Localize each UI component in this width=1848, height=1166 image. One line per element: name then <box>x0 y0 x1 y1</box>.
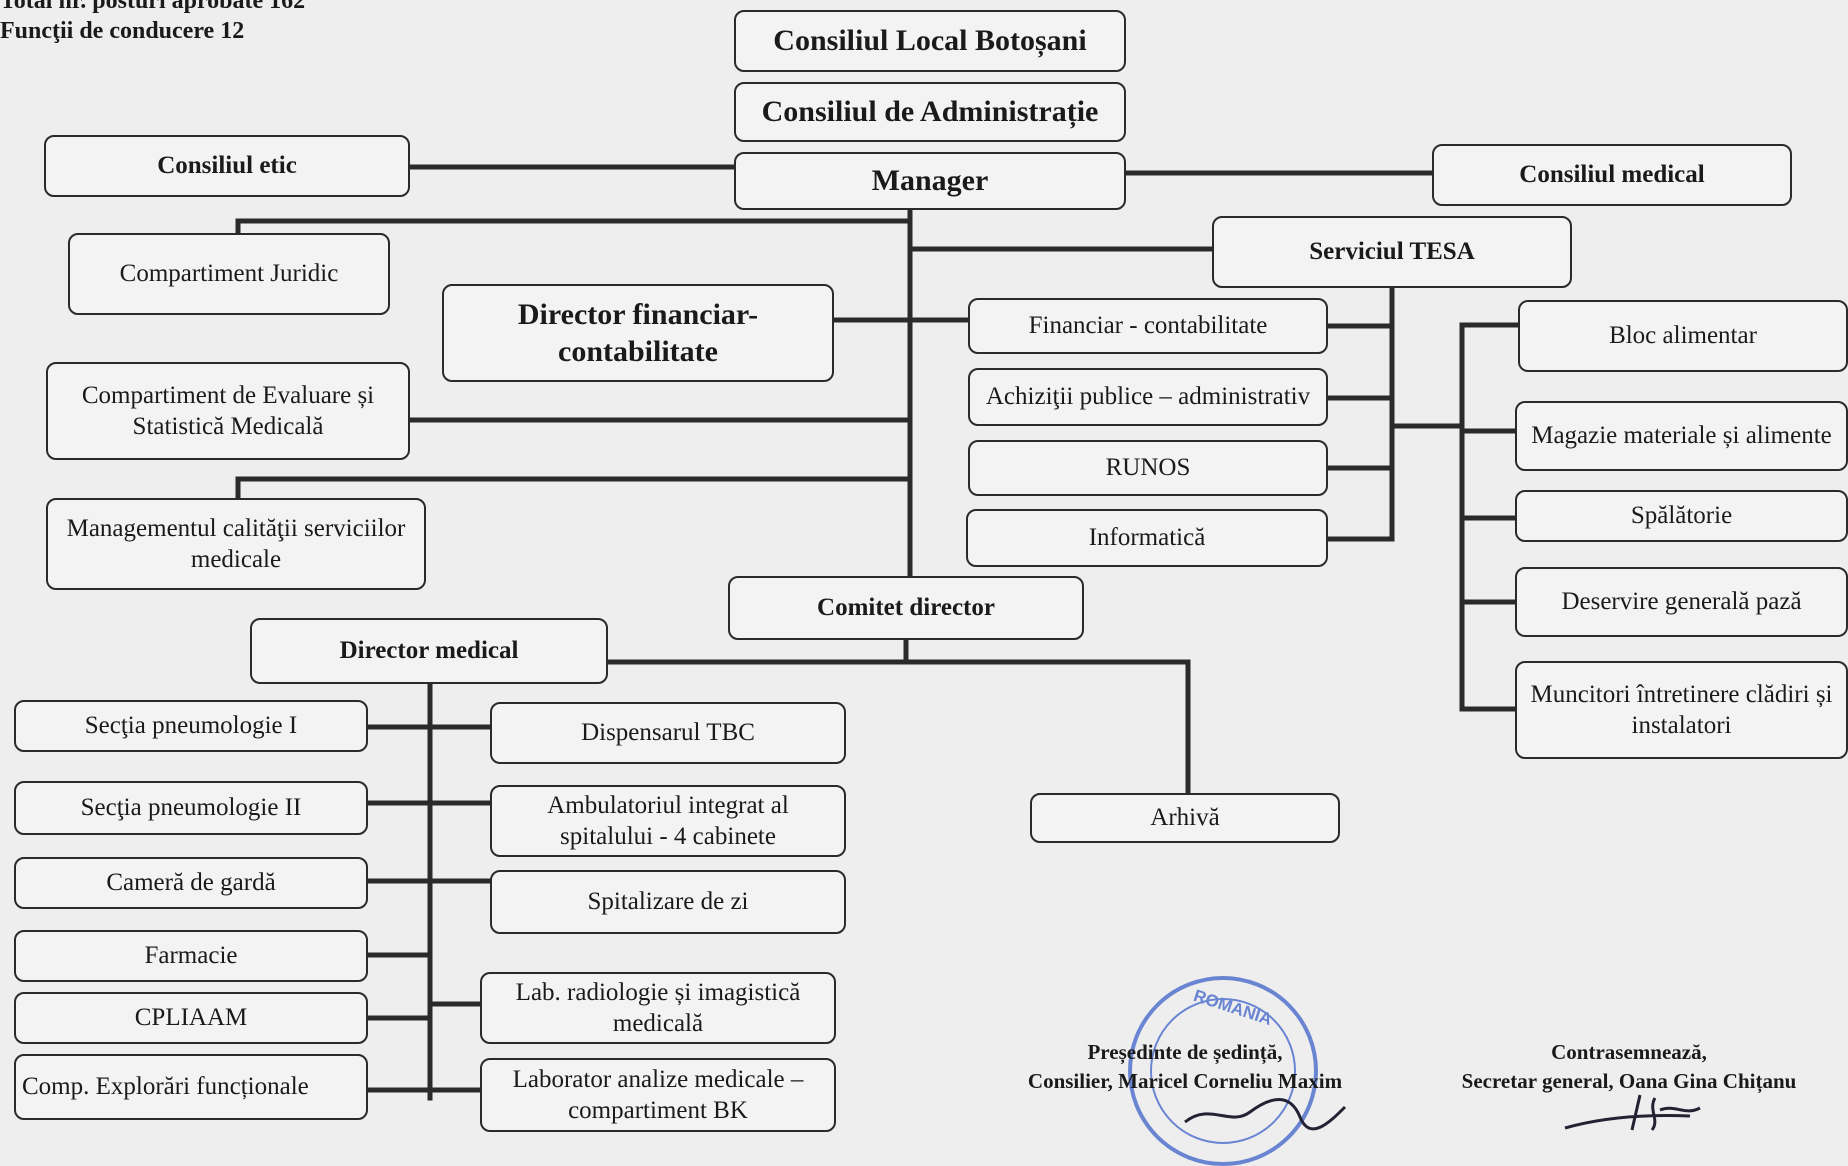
node-explorari-functionale: Comp. Explorări funcționale <box>14 1054 368 1120</box>
node-consiliul-administratie: Consiliul de Administrație <box>734 82 1126 142</box>
node-deservire-paza: Deservire generală pază <box>1515 567 1848 637</box>
node-farmacie: Farmacie <box>14 930 368 982</box>
node-ambulatoriu-integrat: Ambulatoriul integrat al spitalului - 4 … <box>490 785 846 857</box>
handwritten-signature-left <box>1184 1098 1347 1131</box>
node-director-financiar: Director financiar-contabilitate <box>442 284 834 382</box>
right-signatory-name: Secretar general, Oana Gina Chițanu <box>1461 1069 1797 1094</box>
node-arhiva: Arhivă <box>1030 793 1340 843</box>
node-sectia-pneumologie-2: Secţia pneumologie II <box>14 781 368 835</box>
node-dispensar-tbc: Dispensarul TBC <box>490 702 846 764</box>
node-magazie-materiale: Magazie materiale și alimente <box>1515 401 1848 471</box>
connector-lines <box>235 164 1521 1101</box>
node-laborator-analize: Laborator analize medicale – compartimen… <box>480 1058 836 1132</box>
left-signatory-name: Consilier, Maricel Corneliu Maxim <box>1027 1069 1343 1094</box>
node-consiliul-local: Consiliul Local Botoșani <box>734 10 1126 72</box>
node-muncitori-intretinere: Muncitori întretinere clădiri și instala… <box>1515 661 1848 759</box>
node-consiliul-etic: Consiliul etic <box>44 135 410 197</box>
node-achizitii-publice: Achiziţii publice – administrativ <box>968 368 1328 426</box>
node-lab-radiologie: Lab. radiologie și imagistică medicală <box>480 972 836 1044</box>
node-comitet-director: Comitet director <box>728 576 1084 640</box>
signature-block-right: Contrasemnează, Secretar general, Oana G… <box>1420 1038 1838 1097</box>
node-spitalizare-zi: Spitalizare de zi <box>490 870 846 934</box>
node-spalatorie: Spălătorie <box>1515 490 1848 542</box>
node-consiliul-medical: Consiliul medical <box>1432 144 1792 206</box>
node-runos: RUNOS <box>968 440 1328 496</box>
node-sectia-pneumologie-1: Secţia pneumologie I <box>14 700 368 752</box>
header-leadership-functions: Funcţii de conducere 12 <box>0 18 245 44</box>
node-cpliaam: CPLIAAM <box>14 992 368 1044</box>
right-signatory-title: Contrasemnează, <box>1551 1040 1707 1064</box>
node-camera-garda: Cameră de gardă <box>14 857 368 909</box>
node-management-calitate: Managementul calităţii serviciilor medic… <box>46 498 426 590</box>
node-manager: Manager <box>734 152 1126 210</box>
node-financiar-contabilitate: Financiar - contabilitate <box>968 298 1328 354</box>
node-bloc-alimentar: Bloc alimentar <box>1518 300 1848 372</box>
node-director-medical: Director medical <box>250 618 608 684</box>
node-compartiment-juridic: Compartiment Juridic <box>68 233 390 315</box>
node-serviciul-tesa: Serviciul TESA <box>1212 216 1572 288</box>
left-signatory-title: Președinte de ședință, <box>1087 1040 1283 1064</box>
handwritten-signature-right <box>1564 1094 1701 1131</box>
node-informatica: Informatică <box>966 509 1328 567</box>
node-evaluare-statistica: Compartiment de Evaluare și Statistică M… <box>46 362 410 460</box>
header-total-posts: Total nr. posturi aprobate 162 <box>0 0 306 14</box>
signature-block-left: Președinte de ședință, Consilier, Marice… <box>990 1038 1380 1097</box>
